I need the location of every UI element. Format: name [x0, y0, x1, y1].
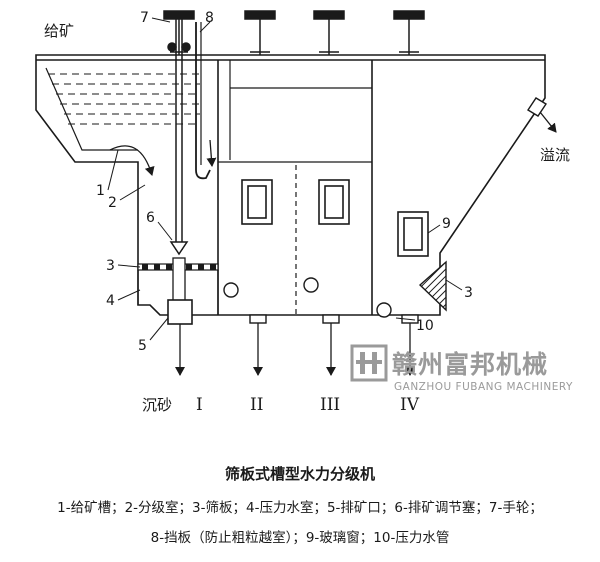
label-n4: 4 — [106, 293, 115, 309]
label-settled-sand: 沉砂 — [142, 396, 172, 414]
figure-title: 筛板式槽型水力分级机 — [224, 465, 375, 483]
label-n5: 5 — [138, 338, 147, 354]
pressure-pipe-2 — [303, 277, 319, 293]
baffle-plate — [195, 22, 211, 180]
discharge-plug — [169, 241, 189, 256]
outlet-label-4: IV — [400, 395, 420, 415]
tank-outline — [35, 54, 546, 316]
handwheels — [163, 10, 425, 55]
pressure-pipe-1 — [223, 282, 239, 298]
label-n6: 6 — [146, 210, 155, 226]
screen-plate-right — [418, 260, 447, 312]
label-n3-right: 3 — [464, 285, 473, 301]
watermark-logo-icon — [350, 344, 388, 382]
label-n8: 8 — [205, 10, 214, 26]
glass-windows — [241, 179, 429, 257]
baffle-flow-arrow — [206, 139, 217, 167]
label-n1: 1 — [96, 183, 105, 199]
label-n3: 3 — [106, 258, 115, 274]
outlet-label-1: I — [196, 395, 203, 415]
legend-line-1: 1-给矿槽；2-分级室；3-筛板；4-压力水室；5-排矿口；6-排矿调节塞；7-… — [57, 500, 543, 516]
discharge-outlet — [167, 299, 193, 325]
overflow-outlet — [527, 97, 547, 117]
legend-line-2: 8-挡板（防止粗粒越室）；9-玻璃窗；10-压力水管 — [150, 530, 450, 546]
label-n7: 7 — [140, 10, 149, 26]
feed-flow-arrow — [109, 145, 155, 176]
classifier-diagram: 给矿 溢流 7 8 1 2 6 3 4 5 9 3 10 沉砂 I II III… — [35, 10, 573, 415]
label-n9: 9 — [442, 216, 451, 232]
valve-stem — [167, 19, 191, 250]
watermark-company-cn: 赣州富邦机械 — [392, 350, 548, 379]
label-n10: 10 — [416, 318, 434, 334]
outlet-label-2: II — [250, 395, 263, 415]
watermark-company-en: GANZHOU FUBANG MACHINERY — [394, 381, 573, 393]
pressure-pipe-3 — [376, 302, 392, 318]
water-surface — [48, 73, 200, 125]
label-overflow: 溢流 — [540, 146, 570, 164]
watermark: 赣州富邦机械 GANZHOU FUBANG MACHINERY — [350, 344, 573, 393]
feed-trough-inner — [45, 67, 138, 151]
outlet-label-3: III — [320, 395, 340, 415]
label-feed: 给矿 — [44, 22, 74, 40]
label-n2: 2 — [108, 195, 117, 211]
